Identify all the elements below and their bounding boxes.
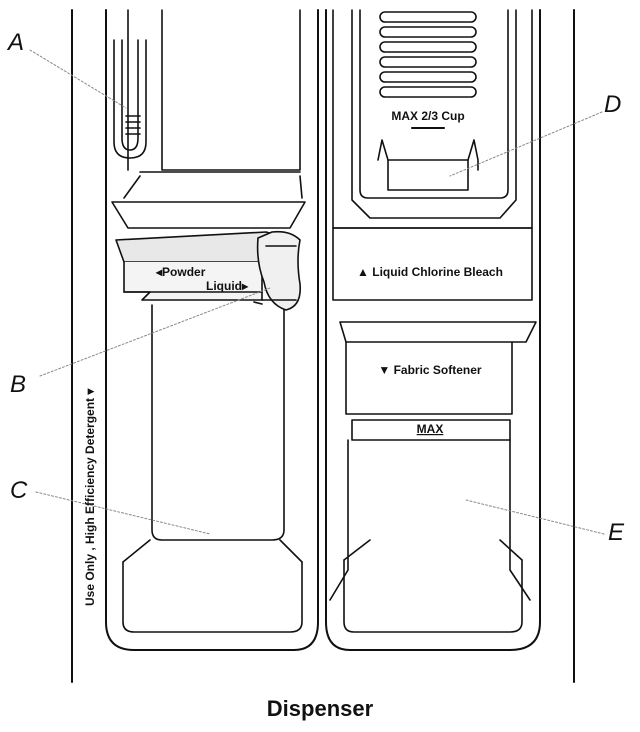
side-instruction-text: Use Only , High Efficiency Detergent ▾ [83, 388, 97, 606]
max-cup-label: MAX 2/3 Cup [391, 109, 464, 123]
softener-label: ▼ Fabric Softener [378, 363, 482, 377]
callout-b: B [10, 371, 26, 398]
callout-d: D [604, 91, 621, 118]
outer-frame [71, 9, 575, 683]
liquid-label: Liquid▸ [206, 279, 249, 293]
bleach-label: ▲ Liquid Chlorine Bleach [357, 265, 503, 279]
powder-liquid-slider [115, 230, 302, 311]
siphon-tube [113, 39, 147, 159]
detergent-funnel [111, 9, 306, 229]
bleach-cup [351, 9, 517, 219]
leader-lines [29, 49, 605, 535]
powder-label: ◂Powder [155, 265, 206, 279]
callout-c: C [10, 477, 28, 504]
callout-e: E [608, 519, 625, 546]
right-compartment [325, 9, 541, 651]
max-label: MAX [417, 422, 444, 436]
callout-a: A [6, 29, 24, 56]
diagram-caption: Dispenser [266, 696, 374, 721]
detergent-compartment [105, 9, 319, 651]
